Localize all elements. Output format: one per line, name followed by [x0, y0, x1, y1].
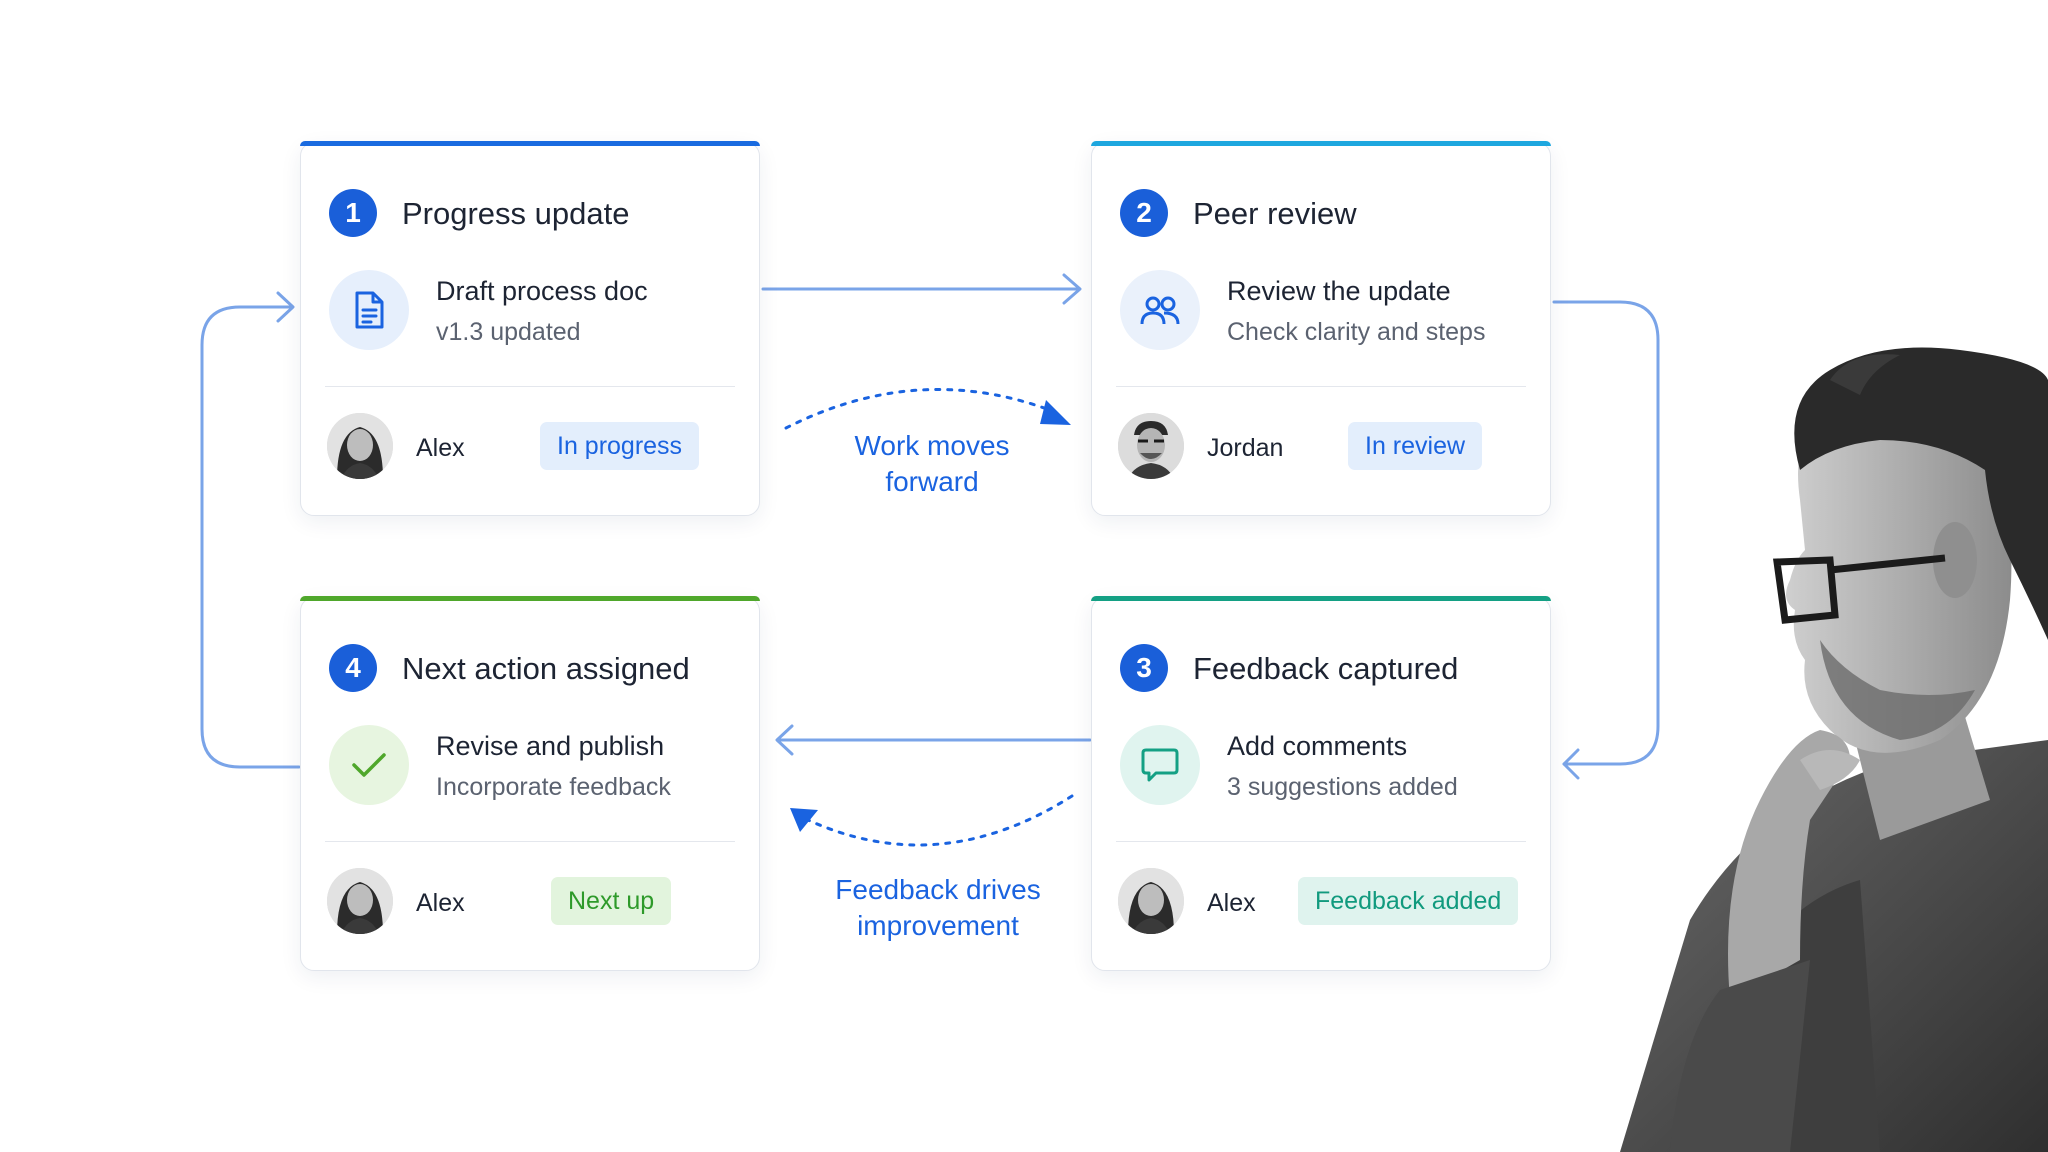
card-divider: [325, 841, 735, 842]
card-title: Peer review: [1193, 196, 1357, 231]
comment-icon: [1120, 725, 1200, 805]
card-accent-bar: [1091, 596, 1551, 601]
card-divider: [1116, 386, 1526, 387]
card-title: Progress update: [402, 196, 630, 231]
arrowhead-3-to-4: [775, 724, 794, 756]
avatar: [327, 868, 393, 934]
arrowhead-4-to-1: [276, 291, 295, 323]
flow-label-forward: Work moves forward: [854, 430, 1010, 497]
step-number-badge: 3: [1120, 644, 1168, 692]
owner-name: Alex: [416, 889, 465, 917]
task-subtitle: Incorporate feedback: [436, 773, 671, 801]
step-number-badge: 1: [329, 189, 377, 237]
task-subtitle: 3 suggestions added: [1227, 773, 1458, 801]
dashed-arc-feedback: [806, 794, 1074, 847]
card-divider: [325, 386, 735, 387]
owner-name: Alex: [1207, 889, 1256, 917]
owner-name: Alex: [416, 434, 465, 462]
status-badge: In progress: [540, 422, 700, 470]
card-accent-bar: [300, 596, 760, 601]
card-feedback-captured[interactable]: 3 Feedback captured Add comments 3 sugge…: [1091, 596, 1551, 971]
arrowhead-forward: [1040, 400, 1071, 425]
card-title: Feedback captured: [1193, 651, 1459, 686]
task-title: Draft process doc: [436, 276, 648, 306]
avatar: [327, 413, 393, 479]
step-number-badge: 2: [1120, 189, 1168, 237]
owner-name: Jordan: [1207, 434, 1284, 462]
checkmark-icon: [329, 725, 409, 805]
connector-2-to-3: [1552, 300, 1660, 766]
task-subtitle: v1.3 updated: [436, 318, 581, 346]
flow-label-feedback: Feedback drives improvement: [835, 874, 1041, 941]
card-accent-bar: [300, 141, 760, 146]
card-peer-review[interactable]: 2 Peer review Review the update Check cl…: [1091, 141, 1551, 516]
card-next-action-assigned[interactable]: 4 Next action assigned Revise and publis…: [300, 596, 760, 971]
arrowhead-feedback: [790, 808, 818, 832]
card-divider: [1116, 841, 1526, 842]
status-badge: Feedback added: [1298, 877, 1519, 925]
arrowhead-2-to-3: [1562, 748, 1580, 780]
task-title: Add comments: [1227, 731, 1408, 761]
card-accent-bar: [1091, 141, 1551, 146]
task-subtitle: Check clarity and steps: [1227, 318, 1486, 346]
avatar: [1118, 413, 1184, 479]
task-title: Revise and publish: [436, 731, 665, 761]
card-progress-update[interactable]: 1 Progress update Draft process doc v1.3…: [300, 141, 760, 516]
document-icon: [329, 270, 409, 350]
avatar: [1118, 868, 1184, 934]
card-title: Next action assigned: [402, 651, 690, 686]
arrowhead-1-to-2: [1062, 273, 1082, 305]
dashed-arc-forward: [784, 388, 1057, 430]
status-badge: In review: [1348, 422, 1483, 470]
connector-4-to-1: [200, 305, 301, 769]
status-badge: Next up: [551, 877, 672, 925]
people-icon: [1120, 270, 1200, 350]
task-title: Review the update: [1227, 276, 1451, 306]
step-number-badge: 4: [329, 644, 377, 692]
